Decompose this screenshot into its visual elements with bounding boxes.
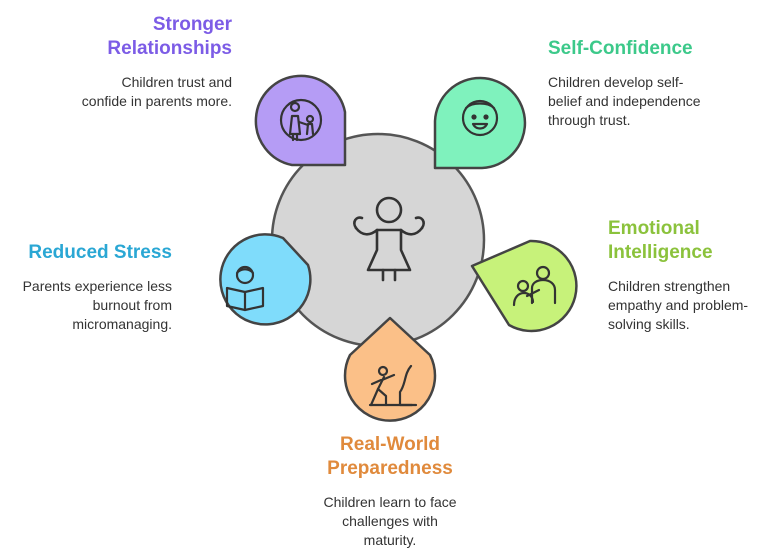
preparedness-desc-line-2: challenges with [342,513,438,529]
confidence-desc-line-2: belief and independence [548,93,701,109]
confidence-teardrop [433,76,527,170]
preparedness-label: Real-World Preparedness Children learn t… [290,433,490,550]
stress-title: Reduced Stress [2,241,172,265]
emotional-desc-line-3: solving skills. [608,316,690,332]
preparedness-title: Real-World Preparedness [290,433,490,481]
child-icon [353,196,425,282]
preparedness-teardrop [343,316,437,422]
stress-desc-line-3: micromanaging. [72,316,172,332]
stress-label: Reduced Stress Parents experience less b… [2,241,172,334]
emotional-title-line-1: Emotional [608,218,700,239]
stress-title-line-1: Reduced Stress [28,242,172,263]
stress-teardrop [219,233,312,326]
preparedness-description: Children learn to face challenges with m… [290,493,490,550]
parent-child-icon [279,98,323,142]
stress-description: Parents experience less burnout from mic… [2,277,172,334]
comforting-people-icon [512,265,557,307]
confidence-description: Children develop self- belief and indepe… [548,73,748,130]
preparedness-desc-line-1: Children learn to face [323,494,457,510]
emotional-desc-line-1: Children strengthen [608,278,731,294]
confidence-title-line-1: Self-Confidence [548,38,693,59]
emotional-label: Emotional Intelligence Children strength… [608,217,768,334]
confidence-title: Self-Confidence [548,37,748,61]
relationships-teardrop [254,74,347,167]
preparedness-title-line-1: Real-World [340,434,440,455]
emotional-description: Children strengthen empathy and problem-… [608,277,768,334]
smiling-face-icon [461,99,499,137]
confidence-desc-line-1: Children develop self- [548,74,684,90]
relationships-title: Stronger Relationships [40,13,232,61]
relationships-label: Stronger Relationships Children trust an… [40,13,232,111]
preparedness-title-line-2: Preparedness [327,458,453,479]
relationships-desc-line-1: Children trust and [121,74,232,90]
stress-desc-line-1: Parents experience less [22,278,172,294]
emotional-desc-line-2: empathy and problem- [608,297,749,313]
relationships-title-line-2: Relationships [107,38,232,59]
confidence-desc-line-3: through trust. [548,112,631,128]
climbing-person-icon [368,364,418,407]
stress-desc-line-2: burnout from [92,297,172,313]
relationships-title-line-1: Stronger [152,14,232,35]
confidence-label: Self-Confidence Children develop self- b… [548,37,748,130]
emotional-title: Emotional Intelligence [608,217,768,265]
reading-person-icon [225,265,265,312]
preparedness-desc-line-3: maturity. [363,532,417,548]
relationships-description: Children trust and confide in parents mo… [40,73,232,111]
relationships-desc-line-2: confide in parents more. [81,93,232,109]
emotional-teardrop [470,239,578,333]
emotional-title-line-2: Intelligence [608,242,713,263]
